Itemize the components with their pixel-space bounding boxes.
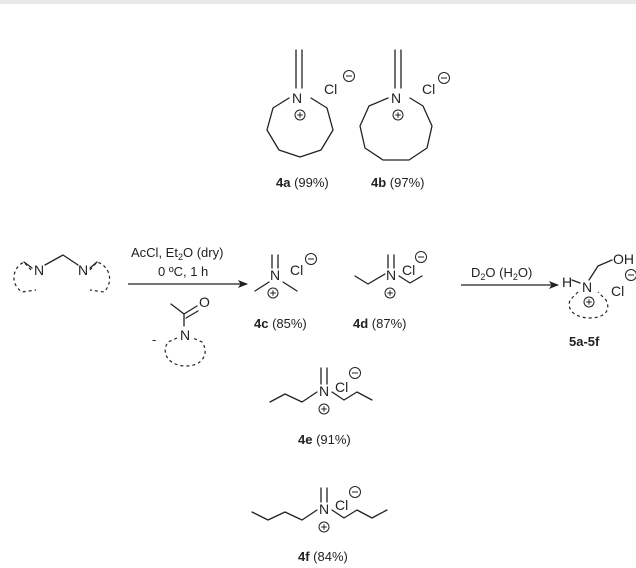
compound-4a: N Cl 4a (99%) xyxy=(266,49,355,190)
compound-label-4a: 4a (99%) xyxy=(276,175,329,190)
reaction-arrow-1: AcCl, Et2O (dry) 0 ºC, 1 h xyxy=(128,245,248,288)
reagent-line-1: AcCl, Et2O (dry) xyxy=(131,245,223,262)
atom-n-4b: N xyxy=(391,90,401,106)
byproduct-minus-sign: - xyxy=(152,332,156,347)
compound-label-4d: 4d (87%) xyxy=(353,316,406,331)
atom-n-byproduct: N xyxy=(180,327,190,343)
compound-4c: N Cl 4c (85%) xyxy=(254,253,317,331)
charge-plus-icon xyxy=(318,521,330,533)
atom-cl-4d: Cl xyxy=(402,262,415,278)
product-5a-5f: H N OH Cl 5a-5f xyxy=(562,251,636,349)
charge-minus-icon xyxy=(438,72,450,84)
starting-aminal: N N xyxy=(13,254,111,293)
charge-plus-icon xyxy=(267,287,279,299)
charge-minus-icon xyxy=(343,70,355,82)
compound-label-4c: 4c (85%) xyxy=(254,316,307,331)
compound-4f: N Cl 4f (84%) xyxy=(251,486,388,564)
atom-cl-4f: Cl xyxy=(335,497,348,513)
atom-n-4c: N xyxy=(270,267,280,283)
charge-plus-icon xyxy=(294,109,306,121)
atom-cl-product: Cl xyxy=(611,283,624,299)
charge-plus-icon xyxy=(384,287,396,299)
charge-minus-icon xyxy=(305,253,317,265)
atom-n-right: N xyxy=(78,262,88,278)
charge-plus-icon xyxy=(392,109,404,121)
charge-plus-icon xyxy=(583,296,595,308)
atom-oh-product: OH xyxy=(613,251,634,267)
product-label: 5a-5f xyxy=(569,334,600,349)
charge-plus-icon xyxy=(318,403,330,415)
compound-label-4b: 4b (97%) xyxy=(371,175,424,190)
byproduct-acetamide: - O N xyxy=(152,294,210,367)
top-divider xyxy=(0,0,636,4)
compound-4e: N Cl 4e (91%) xyxy=(269,367,373,447)
charge-minus-icon xyxy=(625,269,636,281)
atom-o-byproduct: O xyxy=(199,294,210,310)
charge-minus-icon xyxy=(349,486,361,498)
atom-cl-4a: Cl xyxy=(324,81,337,97)
compound-label-4e: 4e (91%) xyxy=(298,432,351,447)
atom-n-4d: N xyxy=(386,267,396,283)
atom-n-4e: N xyxy=(319,383,329,399)
atom-cl-4c: Cl xyxy=(290,262,303,278)
reaction-arrow-2: D2O (H2O) xyxy=(461,265,559,289)
compound-4b: N Cl 4b (97%) xyxy=(359,49,450,190)
charge-minus-icon xyxy=(415,251,427,263)
compound-4d: N Cl 4d (87%) xyxy=(353,251,427,331)
reagent-line-2: 0 ºC, 1 h xyxy=(158,264,208,279)
compound-label-4f: 4f (84%) xyxy=(298,549,348,564)
atom-n-4f: N xyxy=(319,501,329,517)
atom-n-product: N xyxy=(582,279,592,295)
atom-cl-4b: Cl xyxy=(422,81,435,97)
atom-n-4a: N xyxy=(292,90,302,106)
charge-minus-icon xyxy=(349,367,361,379)
atom-h-product: H xyxy=(562,274,572,290)
atom-n-left: N xyxy=(34,262,44,278)
hydrolysis-conditions: D2O (H2O) xyxy=(471,265,532,282)
atom-cl-4e: Cl xyxy=(335,379,348,395)
